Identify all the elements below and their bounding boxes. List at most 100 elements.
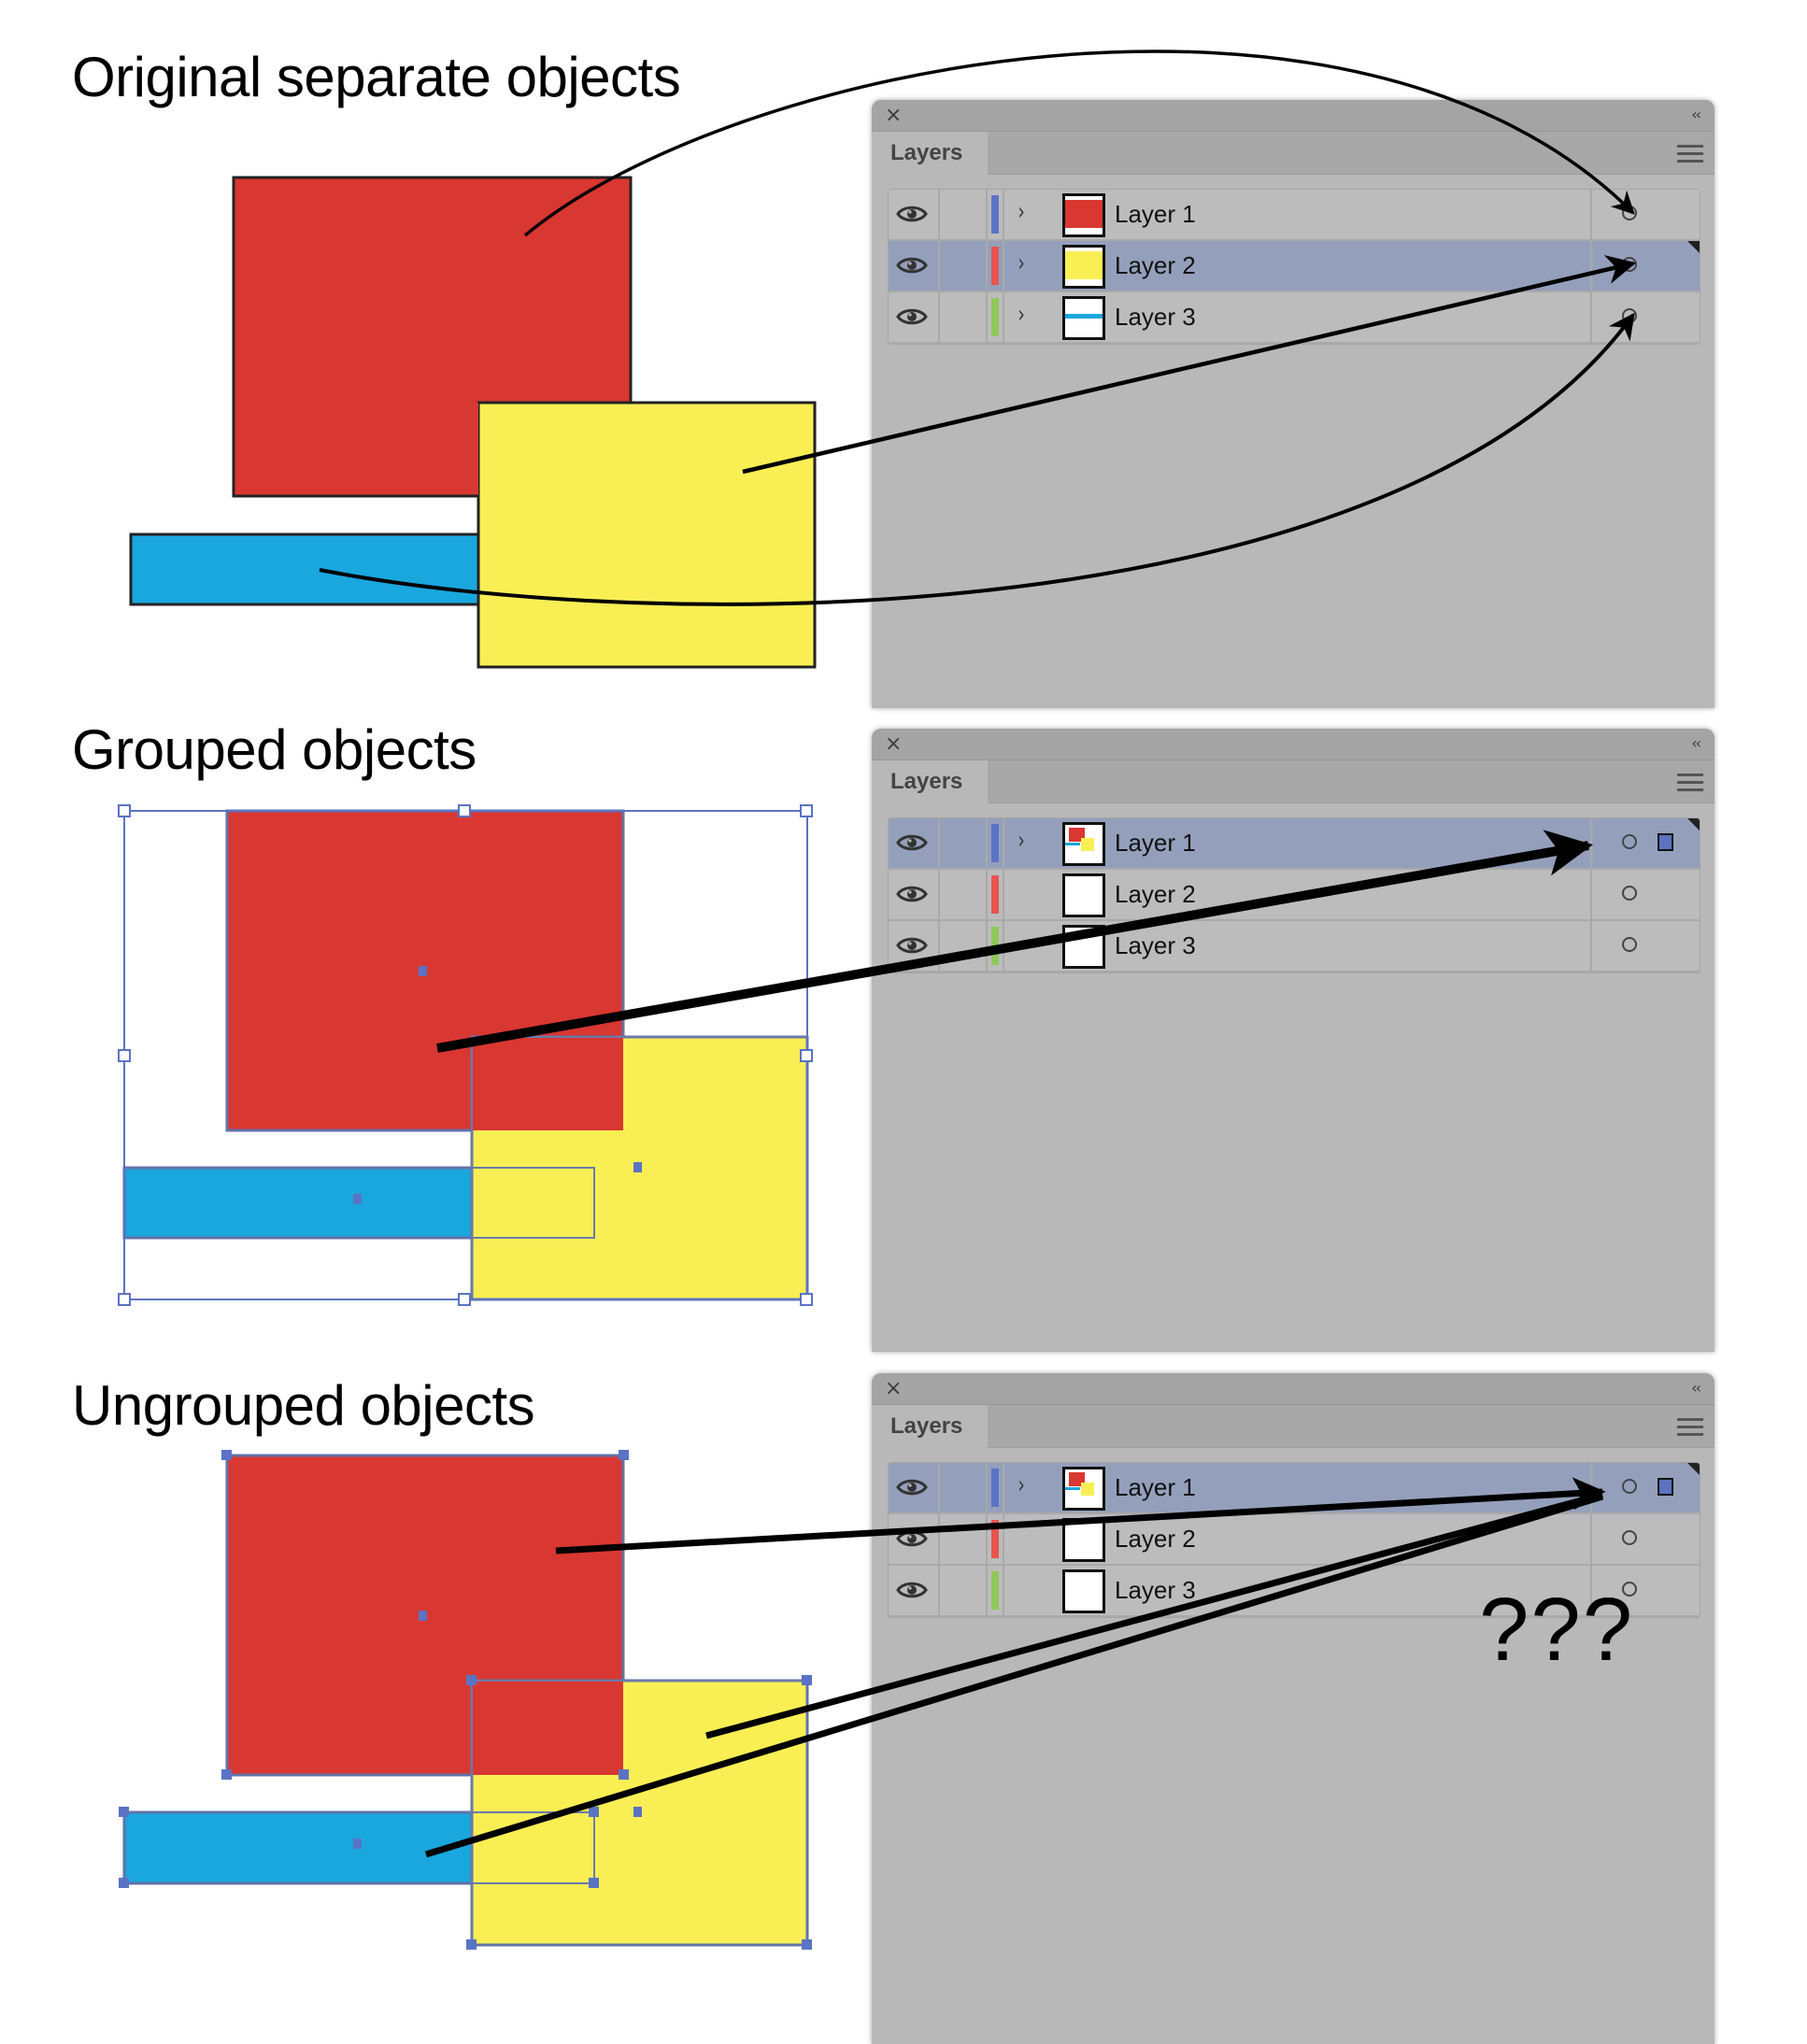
tab-layers[interactable]: Layers <box>872 760 988 803</box>
layer-name[interactable]: Layer 3 <box>1115 931 1196 959</box>
layers-list: › Layer 1 › Layer 2 › Layer 3 <box>888 189 1700 345</box>
layer-thumbnail <box>1062 873 1105 917</box>
target-circle-icon[interactable] <box>1622 1582 1637 1597</box>
target-circle-icon[interactable] <box>1622 1479 1637 1494</box>
heading-ungrouped: Ungrouped objects <box>72 1374 535 1437</box>
layer-name[interactable]: Layer 1 <box>1115 200 1196 228</box>
panel-titlebar: × ‹‹ <box>872 1373 1715 1405</box>
layers-panel-original: × ‹‹ Layers › Layer 1 › Layer 2 › Layer 3 <box>872 100 1715 708</box>
eye-icon[interactable] <box>896 1580 928 1600</box>
layer-color-indicator <box>991 824 999 862</box>
question-marks-annotation: ??? <box>1479 1580 1635 1680</box>
collapse-icon[interactable]: ‹‹ <box>1691 734 1701 752</box>
heading-grouped: Grouped objects <box>72 718 477 781</box>
layer-color-indicator <box>991 1571 999 1610</box>
layer-row[interactable]: Layer 3 <box>889 921 1700 972</box>
current-layer-triangle-icon <box>1687 1463 1700 1475</box>
eye-icon[interactable] <box>896 204 928 224</box>
arrow-group-to-layer1 <box>436 830 1593 1053</box>
chevron-right-icon[interactable]: › <box>1017 249 1025 277</box>
eye-icon[interactable] <box>896 306 928 327</box>
chevron-right-icon[interactable]: › <box>1017 198 1025 226</box>
tab-layers-label: Layers <box>890 140 963 165</box>
chevron-right-icon[interactable]: › <box>1017 1471 1025 1499</box>
current-layer-triangle-icon <box>1687 241 1700 253</box>
target-circle-icon[interactable] <box>1622 834 1637 849</box>
target-circle-icon[interactable] <box>1622 886 1637 901</box>
layer-name[interactable]: Layer 2 <box>1115 880 1196 908</box>
layer-name[interactable]: Layer 3 <box>1115 1576 1196 1604</box>
bounding-box-handles <box>118 804 813 1306</box>
target-circle-icon[interactable] <box>1622 937 1637 952</box>
layer-thumbnail <box>1062 296 1105 340</box>
panel-titlebar: × ‹‹ <box>872 729 1715 760</box>
section-original-shapes <box>129 176 817 669</box>
close-icon[interactable]: × <box>885 104 903 127</box>
section-ungrouped-shapes <box>119 1450 812 1950</box>
hamburger-icon[interactable] <box>1677 145 1703 167</box>
anchor-points <box>119 1450 812 1950</box>
tab-layers[interactable]: Layers <box>872 1405 988 1448</box>
panel-tab-row: Layers <box>872 1405 1715 1448</box>
layer-row[interactable]: › Layer 1 <box>889 190 1700 241</box>
layer-thumbnail <box>1062 1569 1105 1613</box>
tab-layers-label: Layers <box>890 769 963 794</box>
panel-tab-row: Layers <box>872 760 1715 803</box>
panel-tab-row: Layers <box>872 132 1715 175</box>
eye-icon[interactable] <box>896 1477 928 1498</box>
layer-color-indicator <box>991 247 999 285</box>
close-icon[interactable]: × <box>885 732 903 756</box>
chevron-right-icon[interactable]: › <box>1017 301 1025 329</box>
layer-color-indicator <box>991 875 999 914</box>
blue-rectangle <box>122 1810 474 1885</box>
section-grouped-shapes <box>118 804 813 1306</box>
layer-name[interactable]: Layer 1 <box>1115 1473 1196 1501</box>
selection-indicator-icon[interactable] <box>1658 1478 1673 1496</box>
layer-name[interactable]: Layer 1 <box>1115 829 1196 857</box>
hamburger-icon[interactable] <box>1677 774 1703 796</box>
collapse-icon[interactable]: ‹‹ <box>1691 106 1701 123</box>
arrow-red-to-layer1-ungrouped <box>555 1477 1606 1554</box>
arrow-blue-to-layer1-ungrouped <box>424 1493 1604 1858</box>
eye-icon[interactable] <box>896 935 928 956</box>
eye-icon[interactable] <box>896 255 928 276</box>
layers-panel-grouped: × ‹‹ Layers › Layer 1 Layer 2 Layer 3 <box>872 729 1715 1352</box>
layer-row[interactable]: › Layer 2 <box>889 241 1700 292</box>
eye-icon[interactable] <box>896 832 928 853</box>
arrow-yellow-to-layer2 <box>742 255 1637 475</box>
layer-name[interactable]: Layer 3 <box>1115 303 1196 331</box>
hamburger-icon[interactable] <box>1677 1418 1703 1441</box>
heading-original: Original separate objects <box>72 46 681 108</box>
layer-color-indicator <box>991 1520 999 1558</box>
layer-thumbnail <box>1062 822 1105 866</box>
layer-name[interactable]: Layer 2 <box>1115 251 1196 279</box>
arrow-blue-to-layer3 <box>319 312 1635 606</box>
tab-layers-label: Layers <box>890 1413 963 1439</box>
layers-list: › Layer 1 Layer 2 Layer 3 <box>888 817 1700 973</box>
tab-layers[interactable]: Layers <box>872 132 988 175</box>
panel-titlebar: × ‹‹ <box>872 100 1715 132</box>
layer-thumbnail <box>1062 1518 1105 1562</box>
center-points <box>353 966 642 1204</box>
layer-thumbnail <box>1062 245 1105 289</box>
yellow-rectangle <box>477 401 817 669</box>
eye-icon[interactable] <box>896 884 928 904</box>
target-circle-icon[interactable] <box>1622 1530 1637 1545</box>
layer-color-indicator <box>991 298 999 336</box>
arrow-yellow-to-layer1-ungrouped <box>705 1491 1603 1739</box>
layer-color-indicator <box>991 195 999 234</box>
layer-thumbnail <box>1062 193 1105 237</box>
collapse-icon[interactable]: ‹‹ <box>1691 1379 1701 1397</box>
blue-rectangle <box>122 1166 474 1240</box>
layer-name[interactable]: Layer 2 <box>1115 1525 1196 1553</box>
current-layer-triangle-icon <box>1687 818 1700 830</box>
layer-color-indicator <box>991 1469 999 1507</box>
close-icon[interactable]: × <box>885 1377 903 1400</box>
layer-thumbnail <box>1062 1467 1105 1511</box>
blue-rectangle <box>129 532 480 606</box>
layer-row[interactable]: › Layer 3 <box>889 292 1700 344</box>
selection-indicator-icon[interactable] <box>1658 833 1673 851</box>
chevron-right-icon[interactable]: › <box>1017 827 1025 855</box>
arrow-red-to-layer1 <box>523 50 1635 237</box>
